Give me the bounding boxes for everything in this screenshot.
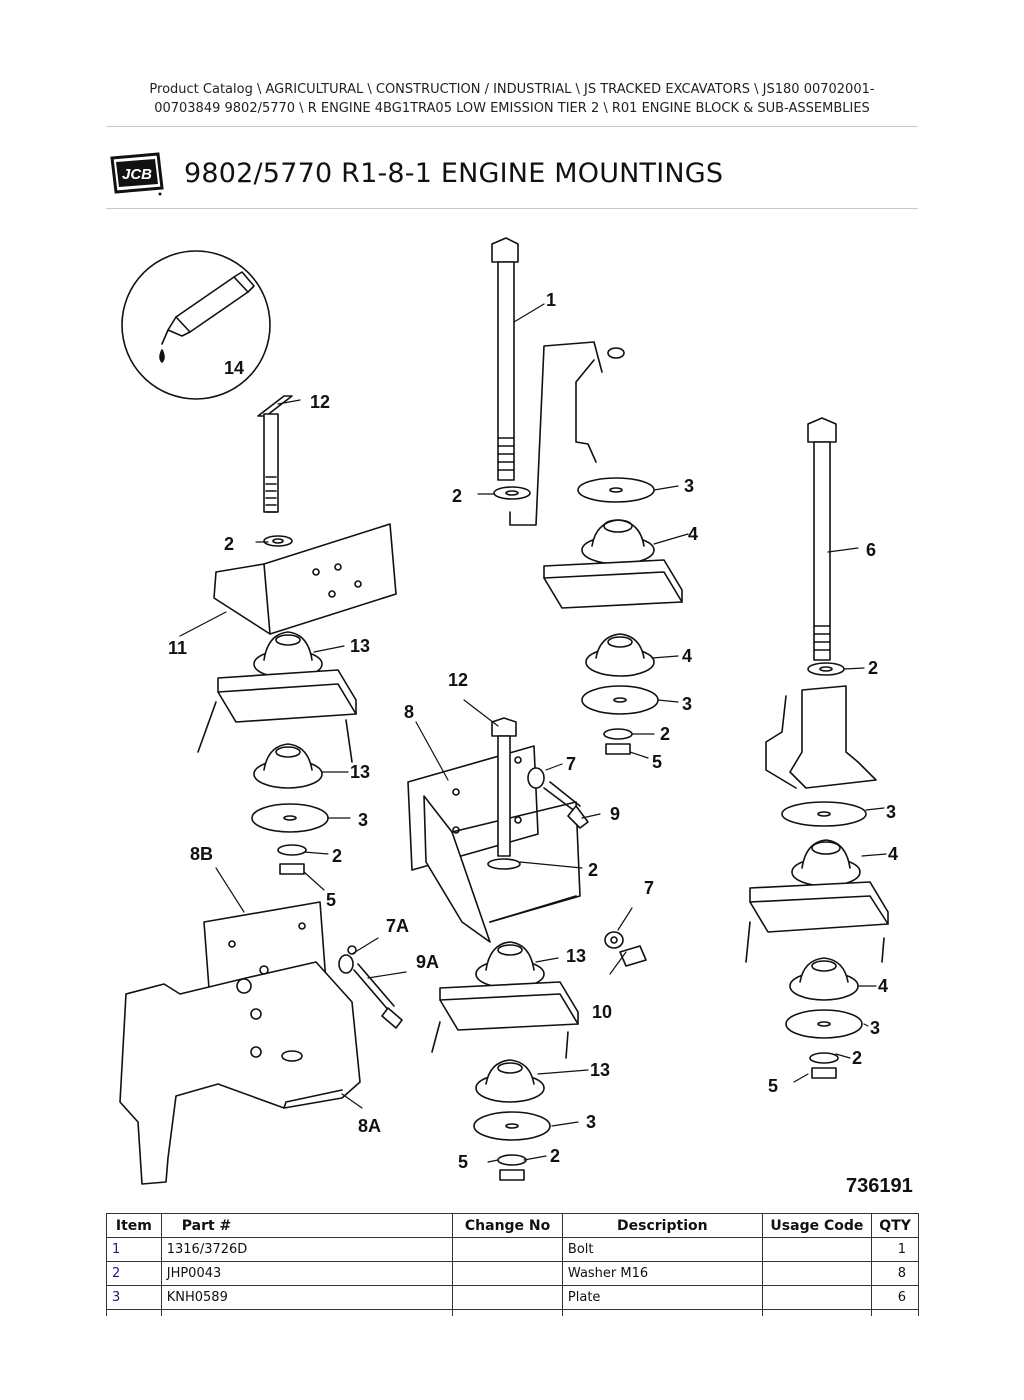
row-change-no bbox=[452, 1237, 563, 1262]
callout-14: 14 bbox=[224, 358, 244, 378]
table-header-row: Item Part # Change No Description Usage … bbox=[106, 1213, 919, 1238]
row-part-number: 1316/3726D bbox=[160, 1237, 454, 1262]
callout-2-left: 2 bbox=[224, 534, 234, 554]
row-description: Bolt bbox=[561, 1237, 763, 1262]
row-change-no bbox=[452, 1285, 563, 1310]
row-item-link[interactable]: 1 bbox=[106, 1237, 162, 1262]
row-usage-code bbox=[761, 1237, 873, 1262]
callout-4-right: 4 bbox=[888, 844, 898, 864]
callout-2-bracket: 2 bbox=[588, 860, 598, 880]
row-item-link[interactable]: 3 bbox=[106, 1285, 162, 1310]
col-item-header[interactable]: Item bbox=[106, 1213, 162, 1238]
col-qty-header[interactable]: QTY bbox=[871, 1213, 919, 1238]
bottom-center-mount-assembly bbox=[431, 931, 647, 1181]
callout-10: 10 bbox=[592, 1002, 612, 1022]
center-top-mount-assembly bbox=[491, 237, 683, 755]
breadcrumb-line-1[interactable]: Product Catalog \ AGRICULTURAL \ CONSTRU… bbox=[149, 82, 875, 97]
figure-number: 736191 bbox=[846, 1175, 913, 1197]
header-divider bbox=[106, 126, 918, 127]
callout-13-bottom-lower: 13 bbox=[590, 1060, 610, 1080]
callout-3-left: 3 bbox=[358, 810, 368, 830]
callout-13-left: 13 bbox=[350, 636, 370, 656]
table-row[interactable]: 2 JHP0043 Washer M16 8 bbox=[106, 1261, 919, 1286]
table-row[interactable]: 1 1316/3726D Bolt 1 bbox=[106, 1237, 919, 1262]
adhesive-tube-inset bbox=[121, 250, 271, 400]
row-qty: 6 bbox=[871, 1285, 919, 1310]
callout-4-right-lower: 4 bbox=[878, 976, 888, 996]
callout-3-right-lower: 3 bbox=[870, 1018, 880, 1038]
callout-5-center: 5 bbox=[652, 752, 662, 772]
callout-2-bottom: 2 bbox=[550, 1146, 560, 1166]
callout-8B: 8B bbox=[190, 844, 213, 864]
row-description: Plate bbox=[561, 1285, 763, 1310]
breadcrumb: Product Catalog \ AGRICULTURAL \ CONSTRU… bbox=[105, 80, 919, 118]
row-part-number: KNH0589 bbox=[160, 1285, 454, 1310]
callout-2-center-lower: 2 bbox=[660, 724, 670, 744]
callout-7-bracket: 7 bbox=[566, 754, 576, 774]
callout-5-bottom: 5 bbox=[458, 1152, 468, 1172]
row-qty: 8 bbox=[871, 1261, 919, 1286]
row-qty: 1 bbox=[871, 1237, 919, 1262]
col-change-header[interactable]: Change No bbox=[452, 1213, 563, 1238]
row-usage-code bbox=[761, 1285, 873, 1310]
callout-13-bottom: 13 bbox=[566, 946, 586, 966]
title-divider bbox=[106, 208, 918, 209]
callout-7A: 7A bbox=[386, 916, 409, 936]
callout-2-right-lower: 2 bbox=[852, 1048, 862, 1068]
callout-9: 9 bbox=[610, 804, 620, 824]
callout-4-center: 4 bbox=[688, 524, 698, 544]
page-title: 9802/5770 R1-8-1 ENGINE MOUNTINGS bbox=[184, 158, 724, 189]
callout-8: 8 bbox=[404, 702, 414, 722]
jcb-logo: JCB bbox=[110, 152, 164, 196]
callout-3-center-lower: 3 bbox=[682, 694, 692, 714]
breadcrumb-line-2[interactable]: 00703849 9802/5770 \ R ENGINE 4BG1TRA05 … bbox=[154, 101, 870, 116]
table-row-partial bbox=[106, 1309, 919, 1316]
callout-9A: 9A bbox=[416, 952, 439, 972]
callout-labels: 14 12 1 2 3 4 2 11 13 4 3 2 5 6 2 12 8 7… bbox=[168, 290, 913, 1197]
row-change-no bbox=[452, 1261, 563, 1286]
left-mount-assembly bbox=[197, 395, 397, 875]
col-usage-header[interactable]: Usage Code bbox=[761, 1213, 873, 1238]
row-item-link[interactable]: 2 bbox=[106, 1261, 162, 1286]
left-lower-bracket-assembly bbox=[119, 901, 403, 1185]
row-description: Washer M16 bbox=[561, 1261, 763, 1286]
parts-table: Item Part # Change No Description Usage … bbox=[106, 1213, 919, 1316]
col-part-header[interactable]: Part # bbox=[160, 1213, 454, 1238]
callout-11: 11 bbox=[168, 638, 187, 658]
callout-2-center: 2 bbox=[452, 486, 462, 506]
callout-4-center-lower: 4 bbox=[682, 646, 692, 666]
logo-text: JCB bbox=[122, 166, 152, 183]
callout-3-center: 3 bbox=[684, 476, 694, 496]
table-row[interactable]: 3 KNH0589 Plate 6 bbox=[106, 1285, 919, 1310]
callout-1: 1 bbox=[546, 290, 556, 310]
callout-6: 6 bbox=[866, 540, 876, 560]
callout-3-bottom: 3 bbox=[586, 1112, 596, 1132]
center-bracket-assembly bbox=[407, 717, 589, 943]
callout-2-left-lower: 2 bbox=[332, 846, 342, 866]
callout-13-left-lower: 13 bbox=[350, 762, 370, 782]
col-description-header[interactable]: Description bbox=[561, 1213, 763, 1238]
row-part-number: JHP0043 bbox=[160, 1261, 454, 1286]
row-usage-code bbox=[761, 1261, 873, 1286]
callout-12-top: 12 bbox=[310, 392, 330, 412]
exploded-parts-diagram: 14 12 1 2 3 4 2 11 13 4 3 2 5 6 2 12 8 7… bbox=[119, 237, 913, 1197]
callout-leader-lines bbox=[179, 303, 887, 1163]
callout-5-right: 5 bbox=[768, 1076, 778, 1096]
callout-3-right: 3 bbox=[886, 802, 896, 822]
callout-5-left: 5 bbox=[326, 890, 336, 910]
callout-12-bracket: 12 bbox=[448, 670, 468, 690]
callout-8A: 8A bbox=[358, 1116, 381, 1136]
callout-7-lower: 7 bbox=[644, 878, 654, 898]
callout-2-right: 2 bbox=[868, 658, 878, 678]
right-mount-assembly bbox=[745, 417, 889, 1079]
